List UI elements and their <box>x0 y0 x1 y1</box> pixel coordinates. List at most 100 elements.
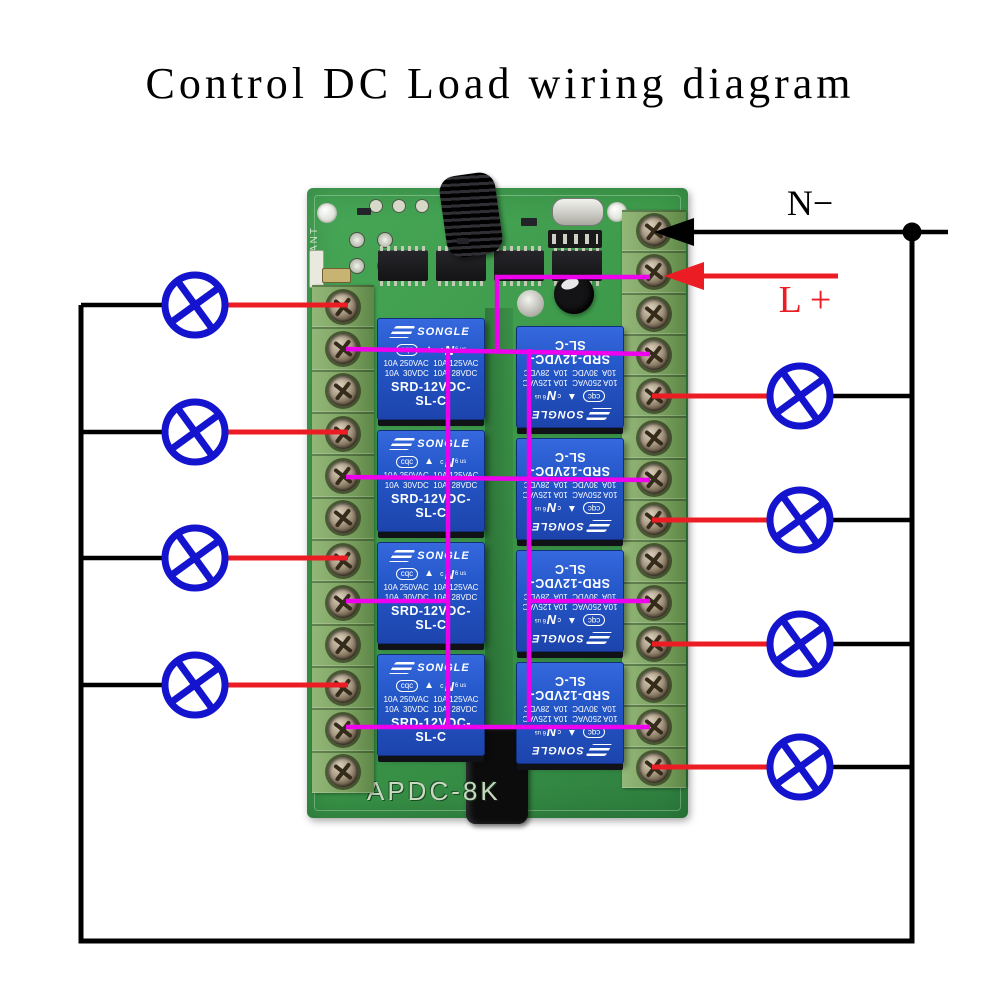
relay-rating-line2: 10A 30VDC 10A 28VDC <box>384 704 478 714</box>
screw-icon <box>639 339 669 370</box>
screw-icon <box>639 587 669 618</box>
relay-brand: SONGLE <box>531 632 584 645</box>
relay-brand: SONGLE <box>417 437 470 450</box>
cqc-mark-icon: cqc <box>582 502 606 514</box>
solder-pads <box>369 199 439 213</box>
relay-brand: SONGLE <box>417 549 470 562</box>
cqc-mark-icon: cqc <box>395 680 419 692</box>
songle-logo-icon <box>388 437 416 450</box>
cqc-mark-icon: cqc <box>395 456 419 468</box>
pin-header <box>548 230 602 248</box>
smd-component <box>521 218 537 226</box>
screw-icon <box>639 546 669 577</box>
page-title: Control DC Load wiring diagram <box>145 59 855 108</box>
relay-rating-line1: 10A 250VAC 10A 125VAC <box>383 695 479 704</box>
board-model-label: APDC-8K <box>367 776 501 806</box>
relay-rating-line1: 10A 250VAC 10A 125VAC <box>383 471 479 480</box>
vde-mark-icon: ▲ <box>424 344 435 355</box>
screw-terminal <box>312 285 374 328</box>
screw-terminal <box>622 416 686 458</box>
screw-terminal <box>622 210 686 252</box>
relay-rating-line2: 10A 30VDC 10A 28VDC <box>384 592 478 602</box>
lamp-icon <box>770 614 830 674</box>
relay-rating-line2: 10A 30VDC 10A 28VDC <box>384 480 478 490</box>
led-component <box>322 268 351 283</box>
screw-terminal <box>622 292 686 334</box>
songle-logo-icon <box>388 325 416 338</box>
songle-logo-icon <box>585 408 613 421</box>
relay-model: SRD-12VDC-SL-C <box>390 604 471 632</box>
relay-rating-line2: 10A 30VDC 10A 28VDC <box>523 480 617 490</box>
cqc-mark-icon: cqc <box>582 390 606 402</box>
electrolytic-capacitor <box>554 274 594 314</box>
relay-rating-line2: 10A 30VDC 10A 28VDC <box>384 368 478 378</box>
terminal-strip-right <box>622 210 686 788</box>
vde-mark-icon: ▲ <box>566 615 577 626</box>
screw-icon <box>328 672 358 703</box>
vde-mark-icon: ▲ <box>424 456 435 467</box>
songle-logo-icon <box>388 549 416 562</box>
relay-model: SRD-12VDC-SL-C <box>390 716 471 744</box>
relay-rating-line1: 10A 250VAC 10A 125VAC <box>522 378 618 387</box>
relay-model: SRD-12VDC-SL-C <box>390 492 471 520</box>
lamp-icon <box>165 275 225 335</box>
screw-terminal <box>622 498 686 541</box>
screw-icon <box>328 333 358 364</box>
relay-rating-line1: 10A 250VAC 10A 125VAC <box>383 583 479 592</box>
lamp-icon <box>165 402 225 462</box>
lamp-icon <box>770 366 830 426</box>
relay-brand: SONGLE <box>531 408 584 421</box>
capacitor <box>517 290 544 317</box>
screw-terminal <box>312 750 374 793</box>
screw-icon <box>328 587 358 618</box>
ic-chip <box>378 246 428 286</box>
vde-mark-icon: ▲ <box>424 568 435 579</box>
mounting-hole <box>317 203 337 223</box>
songle-logo-icon <box>585 520 613 533</box>
screw-icon <box>328 630 358 661</box>
neutral-label: N− <box>786 183 834 223</box>
via-pad <box>349 232 365 248</box>
lamp-icon <box>165 655 225 715</box>
screw-icon <box>639 298 669 329</box>
screw-terminal <box>312 327 374 370</box>
songle-logo-icon <box>585 632 613 645</box>
vde-mark-icon: ▲ <box>424 680 435 691</box>
screw-icon <box>639 381 669 412</box>
relay-brand: SONGLE <box>417 325 470 338</box>
smd-component <box>457 238 469 244</box>
screw-terminal <box>312 665 374 709</box>
pcb-center-shadow <box>485 308 513 778</box>
screw-terminal <box>622 581 686 623</box>
relay-model: SRD-12VDC-SL-C <box>530 450 611 478</box>
relay-brand: SONGLE <box>531 520 584 533</box>
relay-model: SRD-12VDC-SL-C <box>530 562 611 590</box>
relay-rating-line1: 10A 250VAC 10A 125VAC <box>383 359 479 368</box>
relay-brand: SONGLE <box>417 661 470 674</box>
vde-mark-icon: ▲ <box>566 391 577 402</box>
screw-icon <box>328 418 358 449</box>
lamp-icon <box>770 490 830 550</box>
relay-rating-line1: 10A 250VAC 10A 125VAC <box>522 602 618 611</box>
screw-icon <box>328 460 358 491</box>
songle-logo-icon <box>585 744 613 757</box>
relay-rating-line1: 10A 250VAC 10A 125VAC <box>522 714 618 723</box>
